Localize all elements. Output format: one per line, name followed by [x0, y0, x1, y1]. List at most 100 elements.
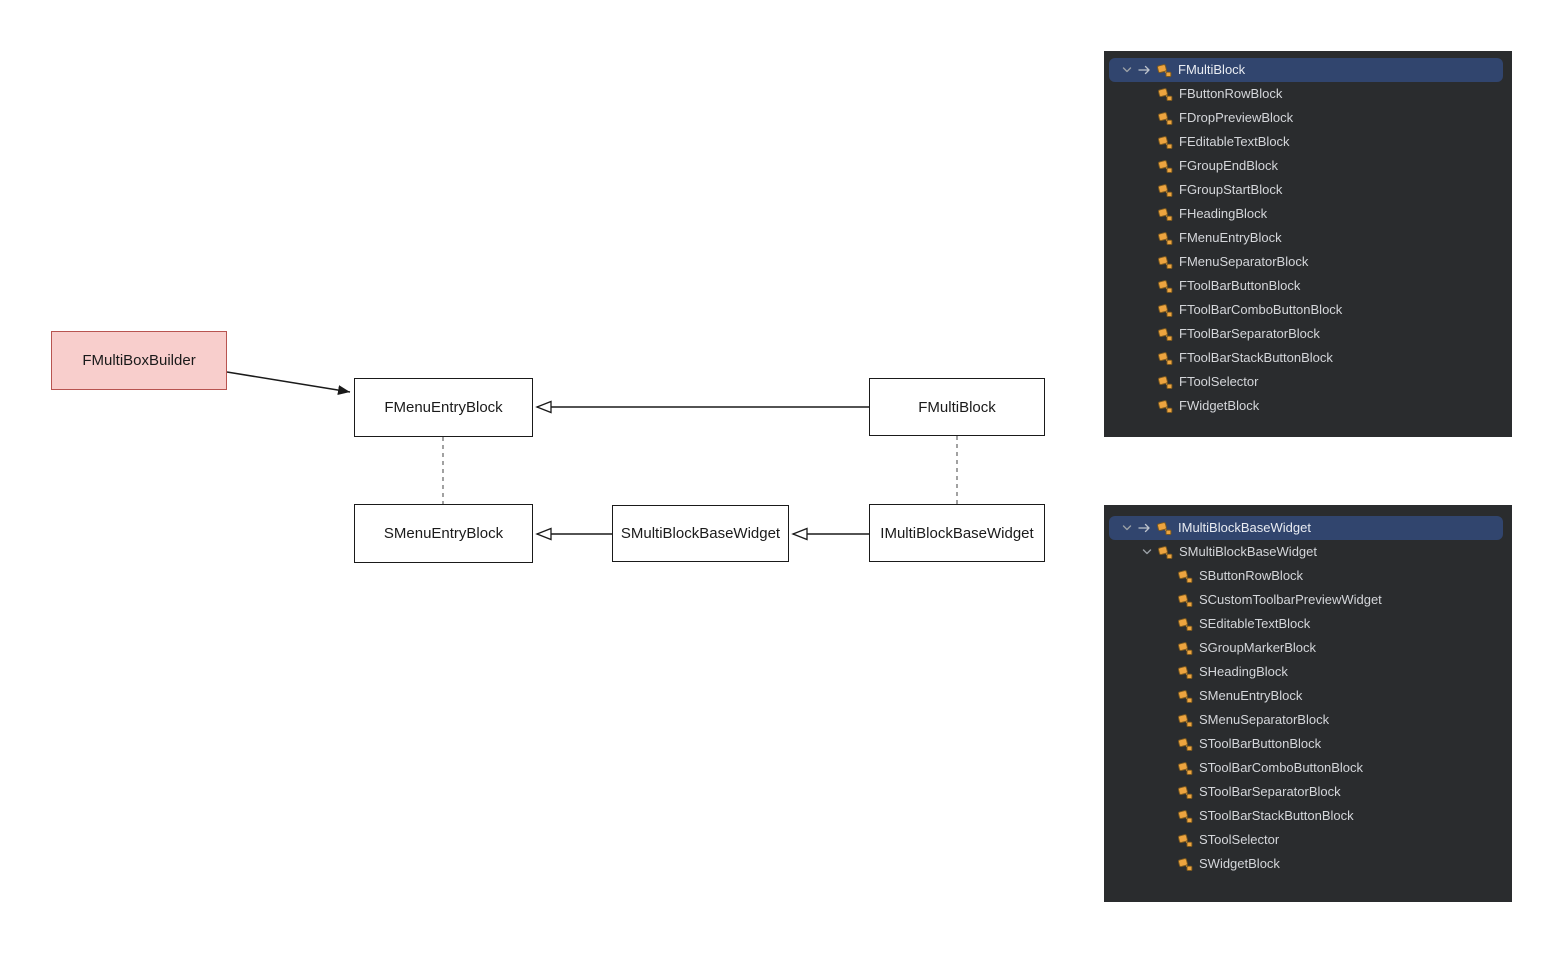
tree-row[interactable]: FHeadingBlock [1109, 202, 1503, 226]
class-icon [1178, 833, 1193, 848]
tree-row[interactable]: SToolBarStackButtonBlock [1109, 804, 1503, 828]
chevron-down-icon[interactable] [1142, 113, 1158, 123]
chevron-down-icon[interactable] [1162, 619, 1178, 629]
tree-row[interactable]: FToolBarButtonBlock [1109, 274, 1503, 298]
tree-row[interactable]: SMenuSeparatorBlock [1109, 708, 1503, 732]
tree-row[interactable]: SToolBarSeparatorBlock [1109, 780, 1503, 804]
class-icon [1157, 521, 1172, 536]
tree-row[interactable]: FEditableTextBlock [1109, 130, 1503, 154]
tree-row[interactable]: SToolBarButtonBlock [1109, 732, 1503, 756]
tree-row[interactable]: SHeadingBlock [1109, 660, 1503, 684]
tree-item-label: FToolBarButtonBlock [1179, 278, 1301, 293]
tree-row[interactable]: FButtonRowBlock [1109, 82, 1503, 106]
tree-row[interactable]: FWidgetBlock [1109, 394, 1503, 418]
class-icon [1178, 713, 1193, 728]
chevron-down-icon[interactable] [1142, 329, 1158, 339]
chevron-down-icon[interactable] [1162, 811, 1178, 821]
tree-row[interactable]: SWidgetBlock [1109, 852, 1503, 876]
class-icon [1158, 303, 1173, 318]
diagram-node-fmenuentryblock: FMenuEntryBlock [354, 378, 533, 437]
chevron-down-icon[interactable] [1122, 65, 1138, 75]
chevron-down-icon[interactable] [1142, 137, 1158, 147]
chevron-down-icon[interactable] [1142, 161, 1158, 171]
chevron-down-icon[interactable] [1162, 715, 1178, 725]
tree-item-label: SButtonRowBlock [1199, 568, 1304, 583]
class-icon [1178, 689, 1193, 704]
diagram-node-imultiblockbasewidget: IMultiBlockBaseWidget [869, 504, 1045, 562]
tree-row[interactable]: FDropPreviewBlock [1109, 106, 1503, 130]
tree-row[interactable]: FToolBarSeparatorBlock [1109, 322, 1503, 346]
chevron-down-icon[interactable] [1142, 257, 1158, 267]
chevron-down-icon[interactable] [1162, 643, 1178, 653]
chevron-down-icon[interactable] [1162, 763, 1178, 773]
tree-item-label: FMultiBlock [1178, 62, 1246, 77]
chevron-down-icon[interactable] [1142, 209, 1158, 219]
tree-row[interactable]: FToolSelector [1109, 370, 1503, 394]
chevron-down-icon[interactable] [1162, 835, 1178, 845]
chevron-down-icon[interactable] [1162, 691, 1178, 701]
tree-item-label: FToolBarSeparatorBlock [1179, 326, 1320, 341]
tree-row[interactable]: IMultiBlockBaseWidget [1109, 516, 1503, 540]
edge-builder-to-fmenuentryblock [226, 371, 351, 396]
chevron-down-icon[interactable] [1122, 523, 1138, 533]
chevron-down-icon[interactable] [1162, 595, 1178, 605]
class-icon [1178, 857, 1193, 872]
tree-row[interactable]: FMenuSeparatorBlock [1109, 250, 1503, 274]
tree-item-label: SMultiBlockBaseWidget [1179, 544, 1317, 559]
tree-row[interactable]: FMultiBlock [1109, 58, 1503, 82]
tree-item-label: SHeadingBlock [1199, 664, 1288, 679]
class-icon [1178, 665, 1193, 680]
tree-item-label: SMenuEntryBlock [1199, 688, 1303, 703]
tree-row[interactable]: SCustomToolbarPreviewWidget [1109, 588, 1503, 612]
tree-row[interactable]: FGroupEndBlock [1109, 154, 1503, 178]
chevron-down-icon[interactable] [1142, 281, 1158, 291]
chevron-down-icon[interactable] [1162, 787, 1178, 797]
tree-row[interactable]: SToolBarComboButtonBlock [1109, 756, 1503, 780]
tree-row[interactable]: SToolSelector [1109, 828, 1503, 852]
chevron-down-icon[interactable] [1142, 401, 1158, 411]
tree-row[interactable]: SGroupMarkerBlock [1109, 636, 1503, 660]
chevron-down-icon[interactable] [1162, 571, 1178, 581]
tree-row[interactable]: FMenuEntryBlock [1109, 226, 1503, 250]
tree-item-label: FDropPreviewBlock [1179, 110, 1294, 125]
class-icon [1178, 737, 1193, 752]
diagram-node-label: IMultiBlockBaseWidget [880, 524, 1034, 542]
chevron-down-icon[interactable] [1142, 305, 1158, 315]
tree-item-label: SMenuSeparatorBlock [1199, 712, 1330, 727]
tree-row[interactable]: SButtonRowBlock [1109, 564, 1503, 588]
chevron-down-icon[interactable] [1142, 89, 1158, 99]
chevron-down-icon[interactable] [1162, 667, 1178, 677]
class-icon [1158, 279, 1173, 294]
tree-item-label: FGroupStartBlock [1179, 182, 1283, 197]
class-icon [1158, 545, 1173, 560]
class-icon [1158, 183, 1173, 198]
chevron-down-icon[interactable] [1142, 547, 1158, 557]
class-icon [1178, 761, 1193, 776]
diagram-node-label: SMenuEntryBlock [383, 525, 504, 542]
tree-item-label: SCustomToolbarPreviewWidget [1199, 592, 1382, 607]
tree-row[interactable]: FGroupStartBlock [1109, 178, 1503, 202]
tree-row[interactable]: FToolBarStackButtonBlock [1109, 346, 1503, 370]
tree-item-label: FEditableTextBlock [1179, 134, 1290, 149]
class-icon [1158, 87, 1173, 102]
class-icon [1158, 399, 1173, 414]
chevron-down-icon[interactable] [1162, 739, 1178, 749]
chevron-down-icon[interactable] [1142, 233, 1158, 243]
chevron-down-icon[interactable] [1142, 377, 1158, 387]
tree-item-label: FToolSelector [1179, 374, 1259, 389]
diagram-node-label: FMultiBoxBuilder [82, 352, 196, 369]
class-icon [1178, 641, 1193, 656]
tree-row[interactable]: FToolBarComboButtonBlock [1109, 298, 1503, 322]
diagram-node-fmultiblock: FMultiBlock [869, 378, 1045, 436]
tree-row[interactable]: SEditableTextBlock [1109, 612, 1503, 636]
tree-row[interactable]: SMenuEntryBlock [1109, 684, 1503, 708]
tree-row[interactable]: SMultiBlockBaseWidget [1109, 540, 1503, 564]
class-icon [1178, 617, 1193, 632]
chevron-down-icon[interactable] [1142, 185, 1158, 195]
diagram-node-label: FMultiBlock [918, 398, 996, 416]
chevron-down-icon[interactable] [1142, 353, 1158, 363]
diagram-node-label: SMultiBlockBaseWidget [620, 525, 781, 542]
chevron-down-icon[interactable] [1162, 859, 1178, 869]
tree-item-label: FMenuSeparatorBlock [1179, 254, 1309, 269]
